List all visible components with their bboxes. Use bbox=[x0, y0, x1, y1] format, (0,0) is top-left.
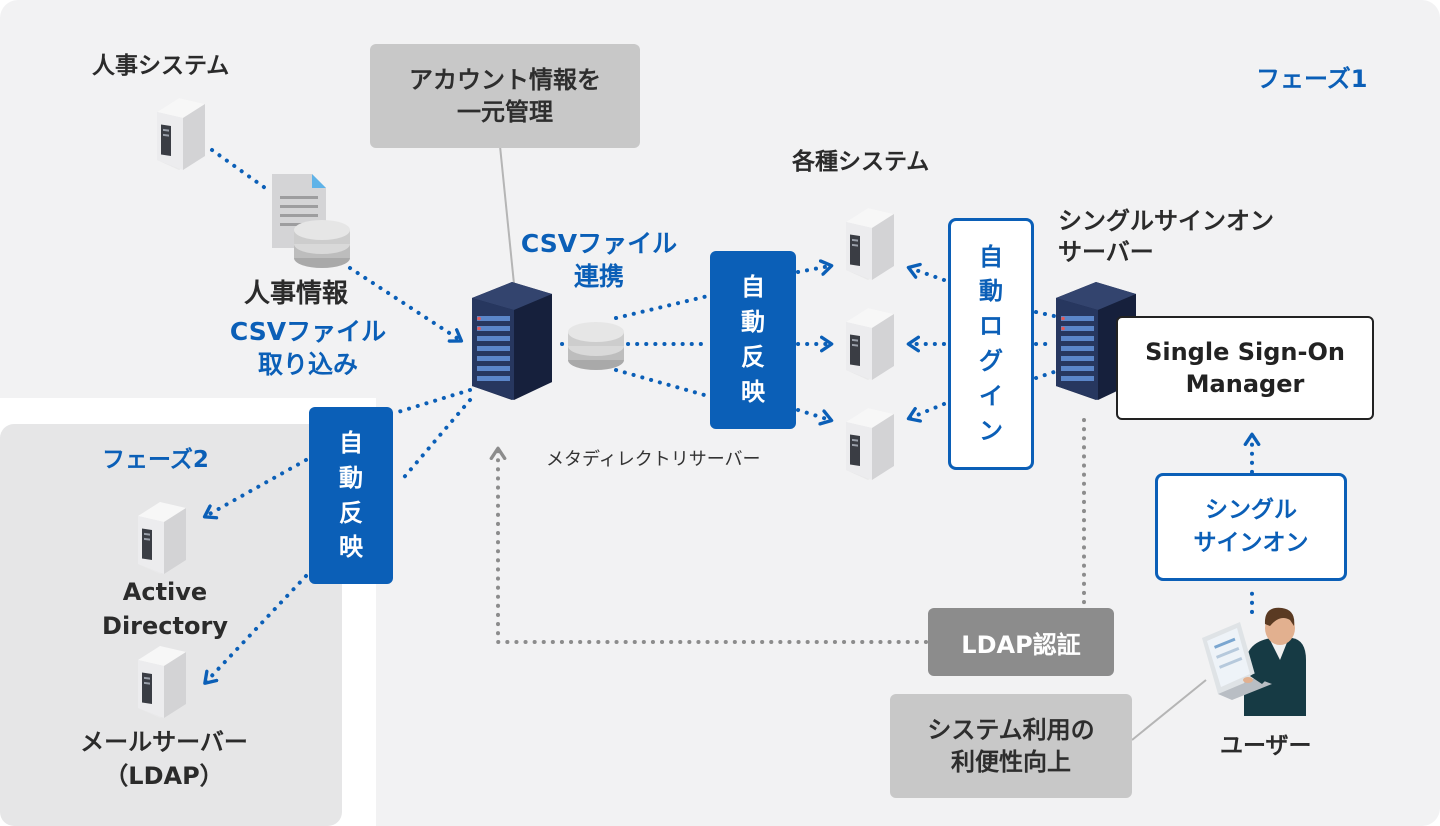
system-server-icon-3 bbox=[846, 408, 894, 480]
sso-server-label: シングルサインオン サーバー bbox=[1058, 207, 1274, 267]
connector-hr-to-file bbox=[210, 148, 270, 192]
hr-system-label: 人事システム bbox=[92, 53, 230, 79]
connector-login-to-system-3 bbox=[906, 402, 946, 423]
mail-server-label: メールサーバー （LDAP） bbox=[80, 728, 248, 790]
connector-to-system-1 bbox=[796, 259, 834, 276]
connector-sso-to-login-3 bbox=[1034, 370, 1056, 380]
csv-link-label: CSVファイル 連携 bbox=[520, 229, 678, 291]
connector-hrinfo-to-meta bbox=[348, 266, 464, 343]
callout-account-note bbox=[499, 145, 515, 285]
auto-login-box: 自 動 ロ グ イ ン bbox=[948, 218, 1034, 470]
account-management-note: アカウント情報を 一元管理 bbox=[370, 44, 640, 148]
connector-meta-to-phase2box-lower bbox=[398, 398, 472, 484]
connector-ldap-to-meta bbox=[489, 446, 928, 644]
phase2-label: フェーズ2 bbox=[102, 447, 209, 473]
auto-reflect-main-box: 自 動 反 映 bbox=[710, 251, 796, 429]
systems-label: 各種システム bbox=[792, 149, 930, 175]
system-server-icon-1 bbox=[846, 208, 894, 280]
hr-info-label: 人事情報 bbox=[244, 279, 349, 309]
phase1-label: フェーズ1 bbox=[1256, 65, 1368, 93]
ldap-auth-box: LDAP認証 bbox=[928, 608, 1114, 676]
connector-to-system-3 bbox=[796, 408, 834, 426]
meta-directory-database-icon bbox=[568, 322, 624, 370]
user-label: ユーザー bbox=[1220, 733, 1312, 759]
hr-info-database-icon bbox=[294, 220, 350, 268]
meta-directory-label: メタディレクトリサーバー bbox=[546, 449, 761, 470]
connector-to-mail-server bbox=[203, 574, 308, 685]
callout-system-benefit bbox=[1131, 679, 1207, 741]
connector-sso-to-login-1 bbox=[1034, 310, 1056, 318]
meta-directory-server-icon bbox=[472, 282, 552, 400]
phase2-background bbox=[0, 424, 342, 826]
csv-import-label: CSVファイル 取り込み bbox=[229, 317, 387, 379]
active-directory-label: Active Directory bbox=[102, 578, 228, 640]
hr-system-server-icon bbox=[157, 98, 205, 170]
sso-manager-box: Single Sign-On Manager bbox=[1116, 316, 1374, 420]
system-benefit-note: システム利用の 利便性向上 bbox=[890, 694, 1132, 798]
system-server-icon-2 bbox=[846, 308, 894, 380]
single-signon-box: シングル サインオン bbox=[1155, 473, 1347, 581]
connector-meta-to-phase2box bbox=[396, 388, 472, 414]
active-directory-server-icon bbox=[138, 502, 186, 574]
mail-server-icon bbox=[138, 646, 186, 718]
connector-login-to-system-1 bbox=[906, 262, 946, 282]
connector-db-to-reflect-top bbox=[614, 294, 710, 320]
connector-to-active-directory bbox=[202, 458, 308, 520]
user-icon bbox=[1202, 607, 1306, 716]
auto-reflect-phase2-box: 自 動 反 映 bbox=[309, 407, 393, 584]
